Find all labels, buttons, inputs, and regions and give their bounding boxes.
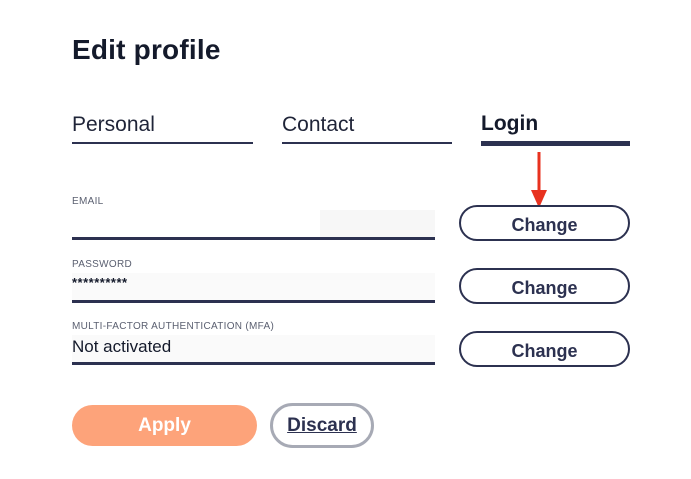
change-mfa-button[interactable]: Change <box>459 331 630 367</box>
mfa-label: MULTI-FACTOR AUTHENTICATION (MFA) <box>72 321 275 332</box>
password-value: ********** <box>72 273 435 303</box>
mfa-value: Not activated <box>72 335 435 365</box>
tab-login[interactable]: Login <box>481 110 630 146</box>
arrow-down-icon <box>531 152 547 208</box>
tab-personal[interactable]: Personal <box>72 110 253 144</box>
password-field: PASSWORD ********** <box>72 259 435 303</box>
apply-button[interactable]: Apply <box>72 405 257 446</box>
change-password-button[interactable]: Change <box>459 268 630 304</box>
tab-contact[interactable]: Contact <box>282 110 452 144</box>
change-email-button[interactable]: Change <box>459 205 630 241</box>
email-value <box>72 210 435 240</box>
mfa-field: MULTI-FACTOR AUTHENTICATION (MFA) Not ac… <box>72 321 435 365</box>
password-label: PASSWORD <box>72 259 132 270</box>
page-title: Edit profile <box>72 34 221 65</box>
discard-button[interactable]: Discard <box>270 403 374 448</box>
profile-tabs: Personal Contact Login <box>72 110 632 150</box>
email-field: EMAIL <box>72 196 435 240</box>
email-label: EMAIL <box>72 196 104 207</box>
